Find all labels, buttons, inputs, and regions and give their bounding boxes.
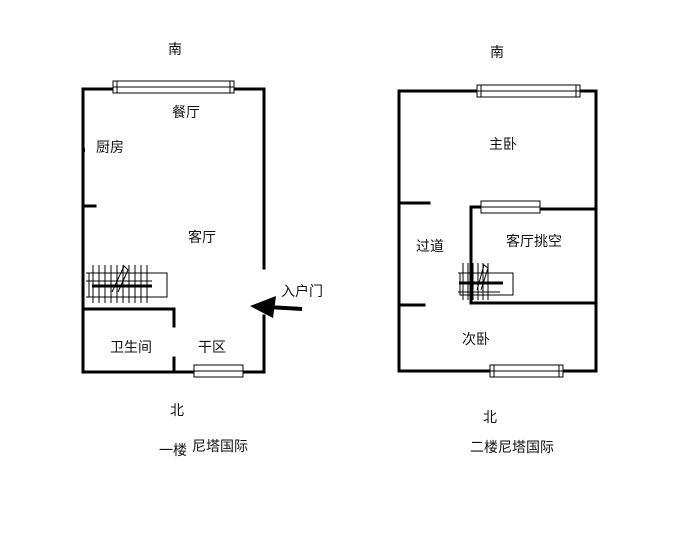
floor1-north-label: 北: [170, 403, 184, 419]
floor2-south-label: 南: [490, 45, 504, 61]
entrance-door-label: 入户门: [281, 283, 323, 300]
entrance-arrow-icon: [250, 296, 303, 318]
living-void-label: 客厅挑空: [506, 233, 562, 250]
floor2-plan: 南 主卧 过道 客厅挑空 次卧 北 二楼尼塔国际: [397, 45, 598, 456]
floor2-outer-walls: [397, 89, 598, 373]
dry-area-label: 干区: [198, 340, 226, 356]
floor1-interior-walls: [81, 148, 176, 374]
living-room-label: 客厅: [188, 229, 216, 246]
master-bedroom-label: 主卧: [489, 137, 517, 153]
floor2-caption: 二楼尼塔国际: [470, 440, 554, 456]
floor1-south-label: 南: [168, 42, 182, 58]
second-bedroom-label: 次卧: [462, 332, 490, 348]
floor1-north-window: [193, 364, 244, 378]
floor1-caption-project: 尼塔国际: [192, 439, 248, 455]
corridor-label: 过道: [416, 239, 444, 255]
floor2-inner-window: [480, 200, 541, 214]
bathroom-label: 卫生间: [110, 340, 152, 356]
kitchen-label: 厨房: [96, 140, 124, 156]
floor2-north-window: [489, 364, 564, 378]
floor1-plan: 南 餐厅 厨房 客厅 入户门 卫生间 干区 北 一楼 尼塔国际: [81, 42, 323, 459]
dining-room-label: 餐厅: [172, 105, 200, 121]
floor2-south-window: [476, 84, 581, 98]
floor1-south-window: [112, 80, 235, 94]
floor1-caption-level: 一楼: [159, 443, 187, 459]
floor2-interior-walls: [400, 201, 598, 307]
floor2-north-label: 北: [483, 410, 497, 426]
floor1-outer-walls: [81, 87, 266, 374]
floor2-staircase: [458, 263, 514, 300]
floor1-staircase: [86, 265, 168, 303]
